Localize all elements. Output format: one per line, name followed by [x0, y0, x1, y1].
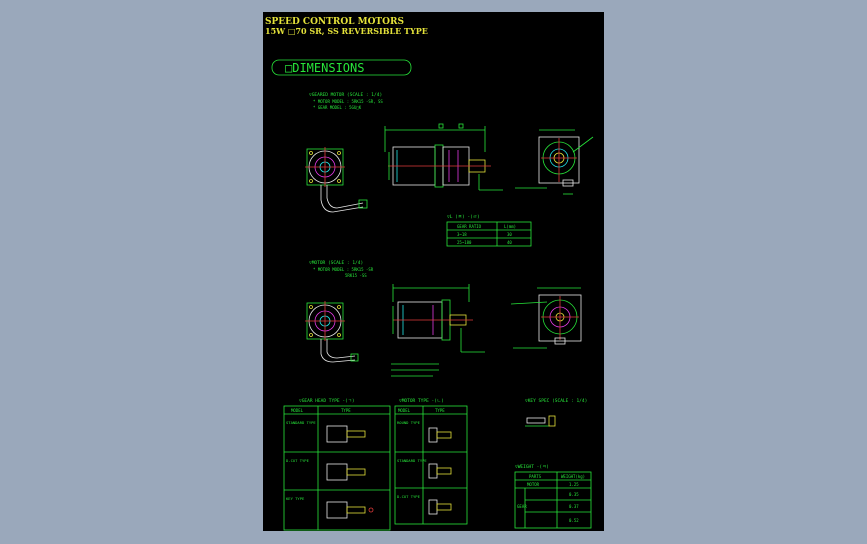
svg-text:30: 30: [507, 232, 512, 237]
svg-text:ROUND TYPE: ROUND TYPE: [397, 420, 421, 425]
title-line-2: 15W □70 SR, SS REVERSIBLE TYPE: [265, 26, 428, 36]
svg-text:▽GEAR HEAD TYPE -(ㄱ): ▽GEAR HEAD TYPE -(ㄱ): [299, 398, 355, 404]
cad-drawing: SPEED CONTROL MOTORS 15W □70 SR, SS REVE…: [265, 17, 594, 531]
title-line-1: SPEED CONTROL MOTORS: [265, 17, 404, 27]
svg-text:40: 40: [507, 240, 512, 245]
svg-text:KEY TYPE: KEY TYPE: [286, 496, 305, 501]
svg-text:MOTOR: MOTOR: [527, 482, 540, 487]
svg-text:TYPE: TYPE: [341, 408, 351, 413]
svg-text:▽WEIGHT -(ㅋ): ▽WEIGHT -(ㅋ): [515, 464, 549, 470]
svg-text:L(mm): L(mm): [504, 224, 516, 229]
svg-text:TYPE: TYPE: [435, 408, 445, 413]
svg-text:STANDARD TYPE: STANDARD TYPE: [286, 420, 316, 425]
motor-front-view: [305, 301, 359, 363]
drawing-sheet: SPEED CONTROL MOTORS 15W □70 SR, SS REVE…: [263, 12, 604, 531]
svg-text:0.37: 0.37: [569, 504, 579, 509]
svg-text:5RK15 -SS: 5RK15 -SS: [345, 273, 367, 278]
svg-text:GEAR RATIO: GEAR RATIO: [457, 224, 482, 229]
dimensions-label-frame: [271, 59, 412, 76]
weight-table: ▽WEIGHT -(ㅋ) PARTS WEIGHT(kg) MOTOR 1.25…: [514, 464, 592, 529]
svg-text:▽KEY SPEC (SCALE : 1/4): ▽KEY SPEC (SCALE : 1/4): [525, 398, 587, 404]
svg-text:STANDARD TYPE: STANDARD TYPE: [397, 458, 427, 463]
gear-ratio-table: ▽L (ㅉ) -(ㄹ) GEAR RATIO L(mm) 3~18 30 25~…: [446, 214, 532, 247]
svg-text:0.35: 0.35: [569, 492, 579, 497]
svg-text:▽MOTOR (SCALE : 1/4): ▽MOTOR (SCALE : 1/4): [309, 260, 363, 266]
svg-text:▽L (ㅉ) -(ㄹ): ▽L (ㅉ) -(ㄹ): [447, 214, 480, 220]
geared-motor-notes: ▽GEARED MOTOR (SCALE : 1/4) * MOTOR MODE…: [309, 92, 383, 110]
svg-text:3~18: 3~18: [457, 232, 467, 237]
svg-text:PARTS: PARTS: [529, 474, 542, 479]
svg-text:D-CUT TYPE: D-CUT TYPE: [286, 458, 310, 463]
geared-motor-front-view: [305, 147, 368, 213]
motor-output-view: [510, 287, 582, 349]
svg-text:GEAR: GEAR: [517, 504, 527, 509]
svg-text:MODEL: MODEL: [398, 408, 411, 413]
svg-text:25~180: 25~180: [457, 240, 472, 245]
geared-motor-side-view: [384, 123, 503, 191]
gear-head-type-table: ▽GEAR HEAD TYPE -(ㄱ) MODEL TYPE STANDARD…: [283, 398, 391, 531]
svg-text:WEIGHT(kg): WEIGHT(kg): [561, 474, 585, 479]
svg-text:▽MOTOR TYPE -(ㄴ): ▽MOTOR TYPE -(ㄴ): [399, 398, 444, 404]
svg-text:MODEL: MODEL: [291, 408, 304, 413]
motor-type-table: ▽MOTOR TYPE -(ㄴ) MODEL TYPE ROUND TYPE S…: [394, 398, 468, 525]
svg-text:* GEAR MODEL : 5GU□K: * GEAR MODEL : 5GU□K: [313, 105, 362, 110]
svg-text:D-CUT TYPE: D-CUT TYPE: [397, 494, 421, 499]
svg-text:1.25: 1.25: [569, 482, 579, 487]
svg-text:0.52: 0.52: [569, 518, 579, 523]
key-spec: ▽KEY SPEC (SCALE : 1/4): [525, 398, 587, 427]
svg-text:* MOTOR MODEL : 5RK15 -SR, SS: * MOTOR MODEL : 5RK15 -SR, SS: [313, 99, 383, 104]
svg-text:▽GEARED MOTOR (SCALE : 1/4): ▽GEARED MOTOR (SCALE : 1/4): [309, 92, 382, 98]
geared-motor-output-view: [515, 129, 594, 195]
svg-text:* MOTOR MODEL : 5RK15 -SR: * MOTOR MODEL : 5RK15 -SR: [313, 267, 374, 272]
dimensions-label: □DIMENSIONS: [285, 61, 364, 75]
motor-notes: ▽MOTOR (SCALE : 1/4) * MOTOR MODEL : 5RK…: [309, 260, 374, 278]
motor-side-view: [391, 284, 485, 377]
